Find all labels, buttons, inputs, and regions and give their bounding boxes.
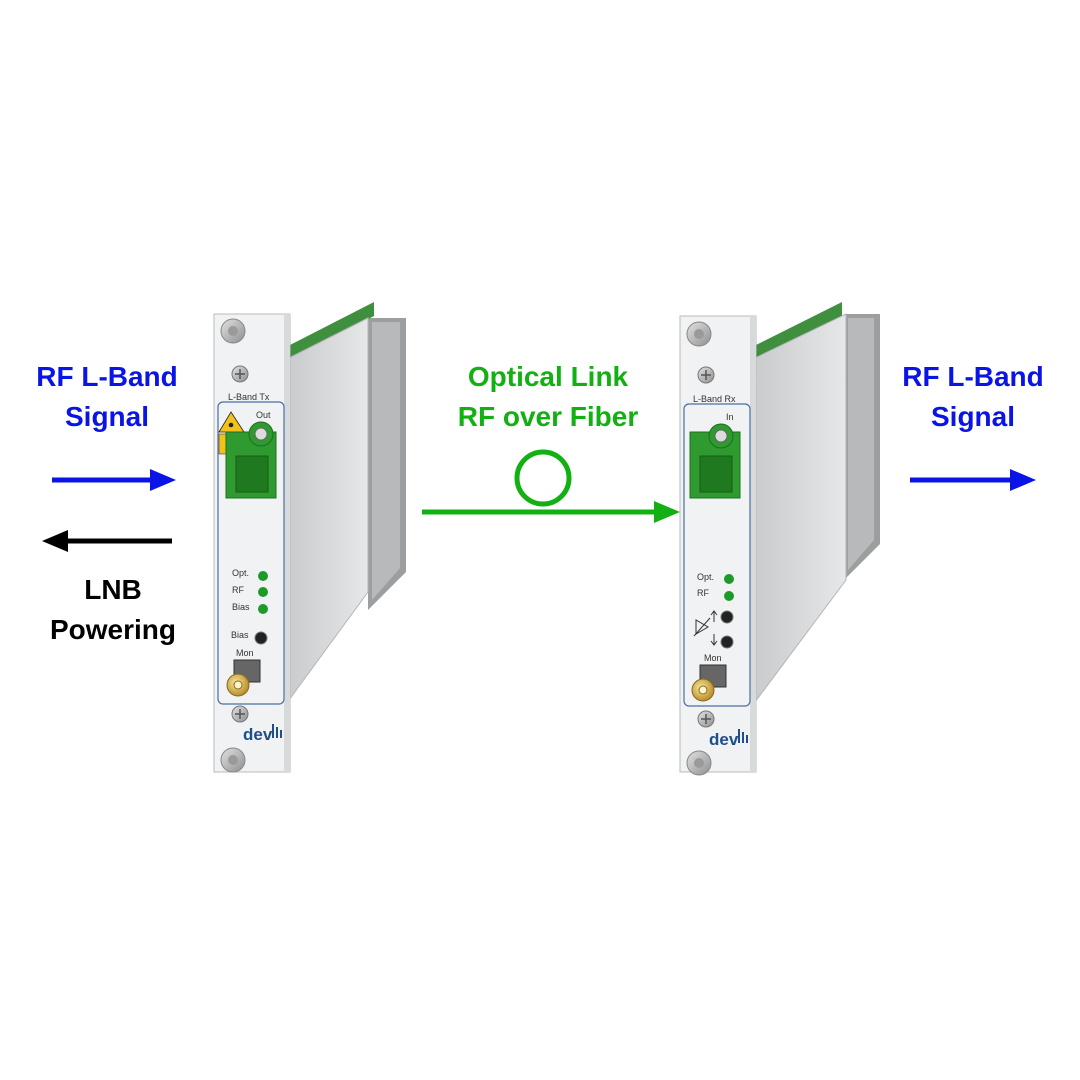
lnb-label-line2: Powering	[49, 614, 176, 645]
tx-logo: dev	[243, 725, 273, 744]
lnb-powering-label: LNB Powering	[28, 570, 198, 650]
rf-out-label-line1: RF L-Band	[902, 361, 1044, 392]
rx-pcb	[756, 302, 842, 360]
tx-led-rf	[258, 587, 268, 597]
gain-amplifier-icon	[693, 617, 711, 637]
optical-link-arrow	[422, 449, 680, 523]
tx-bias-button[interactable]	[254, 631, 268, 645]
tx-bias-button-label: Bias	[231, 630, 249, 640]
rx-led-label-rf: RF	[697, 588, 709, 598]
gain-down-arrow-icon	[710, 634, 718, 646]
rx-mon-label: Mon	[704, 653, 722, 663]
rx-led-label-opt: Opt.	[697, 572, 714, 582]
optical-link-label: Optical Link RF over Fiber	[438, 357, 658, 437]
tx-mon-label: Mon	[236, 648, 254, 658]
rf-in-label-line1: RF L-Band	[36, 361, 178, 392]
optical-label-line2: RF over Fiber	[457, 401, 639, 432]
rf-out-label-line2: Signal	[930, 401, 1015, 432]
rx-logo: dev	[709, 730, 739, 749]
fiber-loop-icon	[514, 449, 572, 507]
tx-led-opt	[258, 571, 268, 581]
rx-led-rf	[724, 591, 734, 601]
tx-pcb	[290, 302, 374, 360]
rf-in-label-line2: Signal	[64, 401, 149, 432]
lnb-powering-arrow	[42, 530, 172, 552]
rx-port-label: In	[726, 412, 734, 422]
tx-module: L-Band Tx Out Opt. RF Bias Bias Mon dev	[213, 302, 406, 773]
tx-title: L-Band Tx	[228, 392, 270, 402]
rf-out-arrow	[910, 469, 1036, 491]
tx-port-label: Out	[256, 410, 271, 420]
gain-up-arrow-icon	[710, 610, 718, 622]
tx-front-panel	[213, 313, 291, 773]
tx-led-label-rf: RF	[232, 585, 244, 595]
rx-module: L-Band Rx In Opt. RF Mon dev	[679, 302, 880, 776]
rx-led-opt	[724, 574, 734, 584]
lnb-label-line1: LNB	[84, 574, 142, 605]
rx-gain-up-button[interactable]	[720, 610, 734, 624]
optical-label-line1: Optical Link	[467, 361, 629, 392]
tx-led-label-opt: Opt.	[232, 568, 249, 578]
tx-led-label-bias: Bias	[232, 602, 250, 612]
rx-front-panel	[679, 315, 757, 773]
rf-in-label: RF L-Band Signal	[22, 357, 192, 437]
rx-gain-down-button[interactable]	[720, 635, 734, 649]
rx-title: L-Band Rx	[693, 394, 736, 404]
rf-out-label: RF L-Band Signal	[888, 357, 1058, 437]
rf-in-arrow	[52, 469, 176, 491]
tx-led-bias	[258, 604, 268, 614]
